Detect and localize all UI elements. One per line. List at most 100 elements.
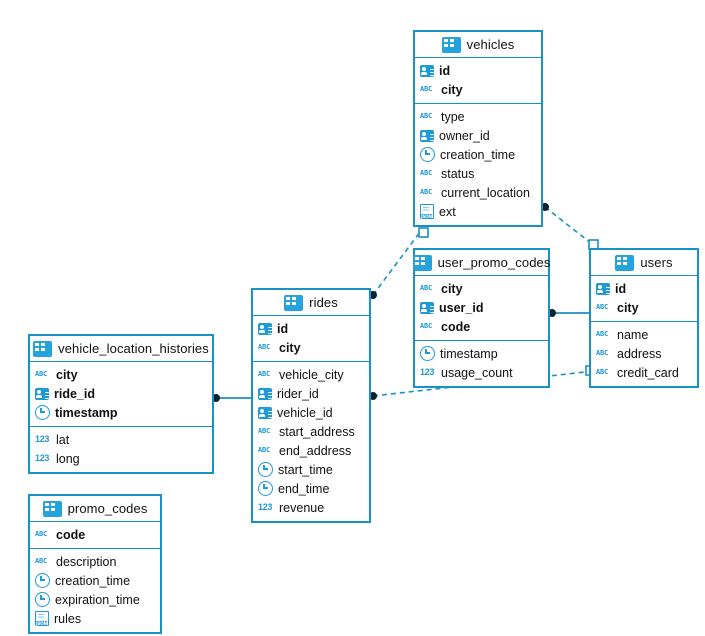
field-row[interactable]: id (591, 279, 697, 298)
field-row[interactable]: ABC description (30, 552, 160, 571)
field-row[interactable]: owner_id (415, 126, 541, 145)
field-name: vehicle_id (277, 405, 333, 420)
table-icon (33, 340, 53, 357)
field-name: name (617, 327, 649, 342)
abc-icon: ABC (258, 343, 271, 351)
field-row[interactable]: ABC code (415, 317, 548, 336)
field-row[interactable]: ABC name (591, 325, 697, 344)
field-name: address (617, 346, 662, 361)
field-row[interactable]: end_time (253, 479, 369, 498)
field-name: end_address (279, 443, 352, 458)
relationship-vehicles-users[interactable] (541, 203, 599, 250)
field-name: city (441, 281, 463, 296)
field-row[interactable]: rider_id (253, 384, 369, 403)
table-name: promo_codes (67, 501, 148, 516)
table-name: user_promo_codes (437, 255, 551, 270)
abc-icon: ABC (35, 557, 48, 565)
field-row[interactable]: timestamp (30, 403, 212, 422)
relationship-endpoint-square (418, 227, 429, 238)
field-row[interactable]: expiration_time (30, 590, 160, 609)
field-name: code (441, 319, 471, 334)
json-icon (35, 611, 49, 626)
field-row[interactable]: vehicle_id (253, 403, 369, 422)
table-header[interactable]: rides (253, 290, 369, 316)
abc-icon: ABC (420, 322, 433, 330)
abc-icon: ABC (420, 284, 433, 292)
field-row[interactable]: user_id (415, 298, 548, 317)
field-name: city (56, 367, 78, 382)
abc-icon: ABC (596, 330, 609, 338)
field-row[interactable]: id (253, 319, 369, 338)
table-name: users (640, 255, 673, 270)
field-row[interactable]: ext (415, 202, 541, 221)
clock-icon (35, 592, 50, 607)
field-name: current_location (441, 185, 530, 200)
relationship-upc-users[interactable] (548, 309, 589, 317)
field-name: usage_count (441, 365, 513, 380)
field-row[interactable]: id (415, 61, 541, 80)
field-name: description (56, 554, 117, 569)
field-name: vehicle_city (279, 367, 344, 382)
field-name: timestamp (55, 405, 118, 420)
field-name: expiration_time (55, 592, 140, 607)
table-header[interactable]: vehicles (415, 32, 541, 58)
field-name: type (441, 109, 465, 124)
field-row[interactable]: ride_id (30, 384, 212, 403)
field-name: start_time (278, 462, 333, 477)
relationship-line (544, 206, 593, 245)
field-row[interactable]: timestamp (415, 344, 548, 363)
field-name: city (617, 300, 639, 315)
table-icon (615, 254, 635, 271)
table-header[interactable]: promo_codes (30, 496, 160, 522)
table-header[interactable]: vehicle_location_histories (30, 336, 212, 362)
table-icon (42, 500, 62, 517)
field-row[interactable]: creation_time (30, 571, 160, 590)
field-row[interactable]: creation_time (415, 145, 541, 164)
abc-icon: ABC (596, 368, 609, 376)
field-name: creation_time (55, 573, 131, 588)
field-row[interactable]: start_time (253, 460, 369, 479)
field-row[interactable]: rules (30, 609, 160, 628)
id-icon (258, 387, 272, 400)
field-row[interactable]: ABC vehicle_city (253, 365, 369, 384)
field-name: city (441, 82, 463, 97)
field-row[interactable]: ABC city (415, 279, 548, 298)
num-icon: 123 (35, 434, 50, 444)
abc-icon: ABC (258, 370, 271, 378)
table-header[interactable]: users (591, 250, 697, 276)
relationship-vlh-rides[interactable] (212, 394, 251, 402)
field-row[interactable]: ABC current_location (415, 183, 541, 202)
clock-icon (420, 147, 435, 162)
table-header[interactable]: user_promo_codes (412, 250, 551, 276)
abc-icon: ABC (258, 427, 271, 435)
clock-icon (35, 405, 50, 420)
abc-icon: ABC (420, 188, 433, 196)
